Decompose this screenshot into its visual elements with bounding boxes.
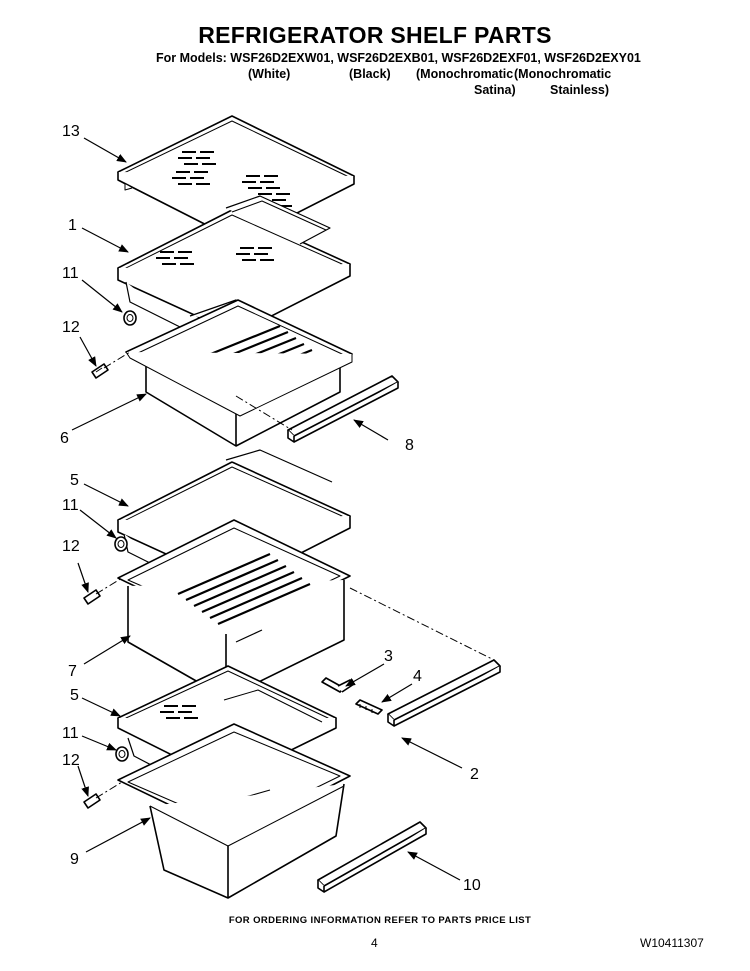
variant-satina-line1: (Monochromatic	[416, 67, 514, 81]
assembly-lines	[95, 351, 495, 799]
callout-9: 9	[70, 851, 79, 868]
callout-3: 3	[384, 648, 393, 665]
variant-stainless-line1: (Monochromatic	[514, 67, 612, 81]
callout-12-middle: 12	[62, 538, 80, 555]
callout-5-upper: 5	[70, 472, 79, 489]
callout-13: 13	[62, 123, 80, 140]
variant-white: (White)	[248, 67, 291, 81]
spacer-part-11-middle	[114, 536, 128, 552]
rail-part-10	[317, 821, 427, 893]
page-title: REFRIGERATOR SHELF PARTS	[198, 22, 552, 48]
rail-part-8	[287, 375, 399, 443]
callout-4: 4	[413, 668, 422, 685]
callout-12-upper: 12	[62, 319, 80, 336]
callout-11-lower: 11	[62, 725, 79, 742]
document-number: W10411307	[640, 936, 704, 950]
page-number: 4	[371, 936, 378, 950]
spacer-part-11-upper	[123, 310, 137, 326]
clip-part-3	[321, 677, 355, 693]
rail-part-2	[387, 659, 501, 727]
drawer-part-6	[125, 299, 353, 447]
callout-arrows	[71, 137, 463, 881]
screw-part-12-upper	[91, 363, 109, 379]
screw-part-12-lower	[83, 793, 101, 809]
models-line: For Models: WSF26D2EXW01, WSF26D2EXB01, …	[156, 51, 641, 65]
callout-10: 10	[463, 877, 481, 894]
callout-1: 1	[68, 217, 77, 234]
callout-5-lower: 5	[70, 687, 79, 704]
drawer-part-9	[117, 723, 351, 899]
drawer-part-7	[117, 519, 351, 699]
callout-12-lower: 12	[62, 752, 80, 769]
bracket-part-4	[355, 699, 383, 715]
callout-11-upper: 11	[62, 265, 79, 282]
callout-7: 7	[68, 663, 77, 680]
callout-2: 2	[470, 766, 479, 783]
spacer-part-11-lower	[115, 746, 129, 762]
variant-stainless-line2: Stainless)	[550, 83, 610, 97]
variant-black: (Black)	[349, 67, 391, 81]
screw-part-12-middle	[83, 589, 101, 605]
callout-8: 8	[405, 437, 414, 454]
ordering-note: FOR ORDERING INFORMATION REFER TO PARTS …	[228, 915, 532, 926]
variant-satina-line2: Satina)	[474, 83, 516, 97]
callout-11-middle: 11	[62, 497, 79, 514]
callout-6: 6	[60, 430, 69, 447]
shelf-part-1	[117, 195, 351, 335]
